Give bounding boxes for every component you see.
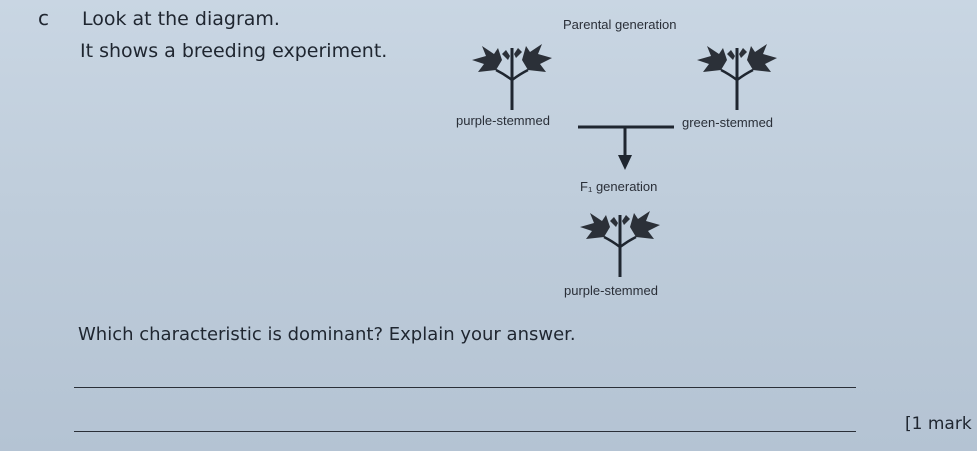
- f1-generation-label: F₁ generation: [580, 179, 658, 194]
- offspring-label: purple-stemmed: [564, 283, 658, 298]
- parent-plant-purple: [470, 42, 554, 112]
- parent1-label: purple-stemmed: [456, 113, 550, 128]
- marks-label: [1 mark: [905, 414, 972, 434]
- offspring-plant: [578, 209, 662, 279]
- intro-line-2: It shows a breeding experiment.: [80, 40, 388, 62]
- answer-line-1[interactable]: [74, 387, 856, 388]
- cross-arrow: [578, 125, 674, 170]
- intro-line-1: Look at the diagram.: [82, 8, 280, 30]
- question-prompt: Which characteristic is dominant? Explai…: [78, 324, 576, 345]
- parental-generation-label: Parental generation: [563, 17, 677, 32]
- answer-line-2[interactable]: [74, 431, 856, 432]
- parent-plant-green: [695, 42, 779, 112]
- question-letter: c: [38, 6, 49, 30]
- parent2-label: green-stemmed: [682, 115, 774, 130]
